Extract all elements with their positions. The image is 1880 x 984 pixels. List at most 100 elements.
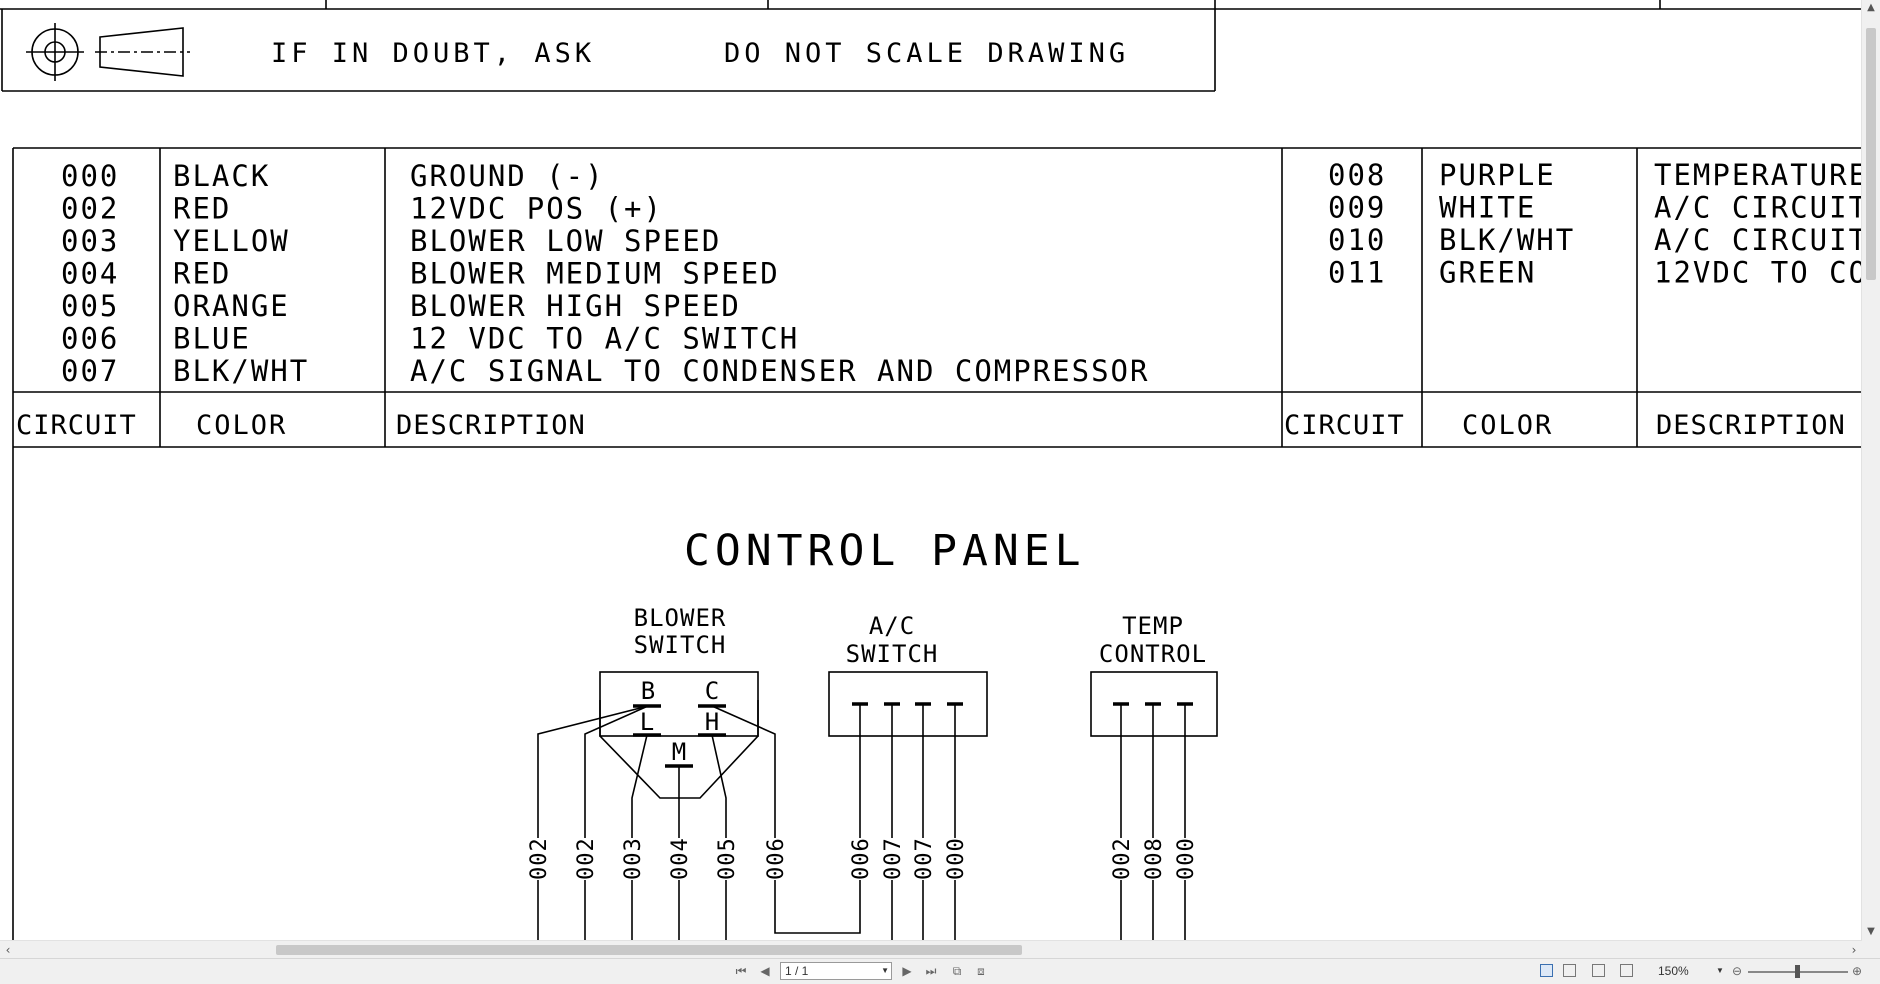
previous-page-icon[interactable]: ◀ xyxy=(760,964,770,978)
horizontal-scrollbar[interactable]: ‹ › xyxy=(0,940,1862,959)
legend-description: 12VDC POS (+) xyxy=(410,192,663,226)
legend-description: 12VDC TO CO xyxy=(1654,256,1862,290)
ac-switch-symbol xyxy=(828,671,988,838)
continuous-facing-view-icon[interactable] xyxy=(1620,964,1633,977)
projection-symbol-icon xyxy=(26,23,190,81)
legend-circuit: 000 xyxy=(61,159,119,193)
legend-color: RED xyxy=(173,192,231,226)
blower-switch-symbol xyxy=(537,671,776,838)
legend-color: BLACK xyxy=(173,159,270,193)
paste-page-icon[interactable]: ⧈ xyxy=(977,964,985,978)
legend-description: BLOWER LOW SPEED xyxy=(410,224,721,258)
header-color-right: COLOR xyxy=(1462,410,1553,441)
chevron-down-icon: ▼ xyxy=(881,966,889,975)
wire-number-label: 008 xyxy=(1142,837,1167,880)
legend-color: PURPLE xyxy=(1439,158,1556,192)
single-page-view-icon[interactable] xyxy=(1540,964,1553,977)
legend-description: TEMPERATURE xyxy=(1654,158,1862,192)
legend-circuit: 007 xyxy=(61,354,119,388)
document-viewport[interactable]: IF IN DOUBT, ASK DO NOT SCALE DRAWING 00… xyxy=(0,0,1862,940)
legend-color: ORANGE xyxy=(173,289,290,323)
wire-number-label: 007 xyxy=(912,837,937,880)
legend-color: YELLOW xyxy=(173,224,290,258)
control-panel-title: CONTROL PANEL xyxy=(684,526,1086,576)
wire-number-label: 006 xyxy=(764,837,789,880)
viewer-status-bar: ⏮ ◀ 1 / 1 ▼ ▶ ⏭ ⧉ ⧈ 150% ▼ ⊖ ⊕ xyxy=(0,958,1880,984)
blower-switch-label-1: BLOWER xyxy=(634,604,727,632)
legend-description: A/C CIRCUIT xyxy=(1654,223,1862,257)
vertical-scrollbar[interactable]: ▲ ▼ xyxy=(1861,0,1880,940)
legend-circuit: 011 xyxy=(1328,256,1386,290)
legend-circuit: 005 xyxy=(61,289,119,323)
wire-number-label: 002 xyxy=(574,837,599,880)
zoom-dropdown-icon[interactable]: ▼ xyxy=(1716,966,1724,975)
last-page-icon[interactable]: ⏭ xyxy=(925,964,937,978)
zoom-out-icon[interactable]: ⊖ xyxy=(1731,964,1743,978)
temp-control-symbol xyxy=(1090,671,1218,838)
header-circuit-right: CIRCUIT xyxy=(1284,410,1405,441)
legend-circuit: 002 xyxy=(61,192,119,226)
terminal-l-label: L xyxy=(640,708,654,736)
wire-number-label: 007 xyxy=(881,837,906,880)
zoom-slider-handle[interactable] xyxy=(1795,965,1800,978)
wire-number-label: 002 xyxy=(1110,837,1135,880)
vertical-scroll-thumb[interactable] xyxy=(1866,28,1876,280)
copy-page-icon[interactable]: ⧉ xyxy=(952,964,962,978)
legend-description: BLOWER MEDIUM SPEED xyxy=(410,257,780,291)
legend-color: BLUE xyxy=(173,322,251,356)
legend-description: A/C SIGNAL TO CONDENSER AND COMPRESSOR xyxy=(410,354,1149,388)
facing-view-icon[interactable] xyxy=(1592,964,1605,977)
doubt-notice: IF IN DOUBT, ASK xyxy=(271,38,595,69)
first-page-icon[interactable]: ⏮ xyxy=(735,964,747,978)
header-color-left: COLOR xyxy=(196,410,287,441)
ac-switch-label-2: SWITCH xyxy=(846,640,939,668)
legend-color: WHITE xyxy=(1439,191,1536,225)
terminal-b-label: B xyxy=(641,677,655,705)
scroll-down-icon[interactable]: ▼ xyxy=(1867,926,1875,937)
wire-number-label: 003 xyxy=(621,837,646,880)
wire-number-label: 000 xyxy=(1174,837,1199,880)
legend-circuit: 010 xyxy=(1328,223,1386,257)
wire-number-label: 002 xyxy=(527,837,552,880)
header-circuit-left: CIRCUIT xyxy=(16,410,137,441)
scale-notice: DO NOT SCALE DRAWING xyxy=(724,38,1129,69)
ac-switch-label-1: A/C xyxy=(869,612,915,640)
wire-number-label: 005 xyxy=(715,837,740,880)
wire-number-label: 004 xyxy=(668,837,693,880)
scroll-right-icon[interactable]: › xyxy=(1851,943,1857,957)
legend-circuit: 008 xyxy=(1328,158,1386,192)
page-number-field[interactable]: 1 / 1 ▼ xyxy=(780,962,892,980)
scroll-left-icon[interactable]: ‹ xyxy=(5,943,11,957)
wire-number-label: 006 xyxy=(849,837,874,880)
lower-wires xyxy=(537,880,1186,940)
schematic-drawing: IF IN DOUBT, ASK DO NOT SCALE DRAWING 00… xyxy=(0,0,1862,940)
terminal-m-label: M xyxy=(672,738,686,766)
legend-description: 12 VDC TO A/C SWITCH xyxy=(410,322,799,356)
scroll-up-icon[interactable]: ▲ xyxy=(1867,2,1875,13)
legend-circuit: 003 xyxy=(61,224,119,258)
legend-description: GROUND (-) xyxy=(410,159,605,193)
legend-circuit: 006 xyxy=(61,322,119,356)
legend-circuit: 009 xyxy=(1328,191,1386,225)
temp-control-label-1: TEMP xyxy=(1122,612,1184,640)
terminal-h-label: H xyxy=(705,708,719,736)
zoom-level[interactable]: 150% xyxy=(1658,964,1689,978)
legend-color: GREEN xyxy=(1439,256,1536,290)
temp-control-label-2: CONTROL xyxy=(1099,640,1207,668)
legend-circuit: 004 xyxy=(61,257,119,291)
legend-color: RED xyxy=(173,257,231,291)
continuous-view-icon[interactable] xyxy=(1563,964,1576,977)
wire-number-label: 000 xyxy=(944,837,969,880)
blower-switch-label-2: SWITCH xyxy=(634,631,727,659)
horizontal-scroll-thumb[interactable] xyxy=(276,945,1022,955)
page-indicator: 1 / 1 xyxy=(785,964,809,978)
legend-table-right: 008 PURPLE TEMPERATURE 009 WHITE A/C CIRCUIT 0… xyxy=(1328,158,1862,290)
legend-color: BLK/WHT xyxy=(1439,223,1575,257)
legend-description: A/C CIRCUIT xyxy=(1654,191,1862,225)
scrollbar-corner xyxy=(1862,940,1880,958)
next-page-icon[interactable]: ▶ xyxy=(902,964,912,978)
header-description-right: DESCRIPTION xyxy=(1656,410,1846,441)
zoom-in-icon[interactable]: ⊕ xyxy=(1851,964,1863,978)
